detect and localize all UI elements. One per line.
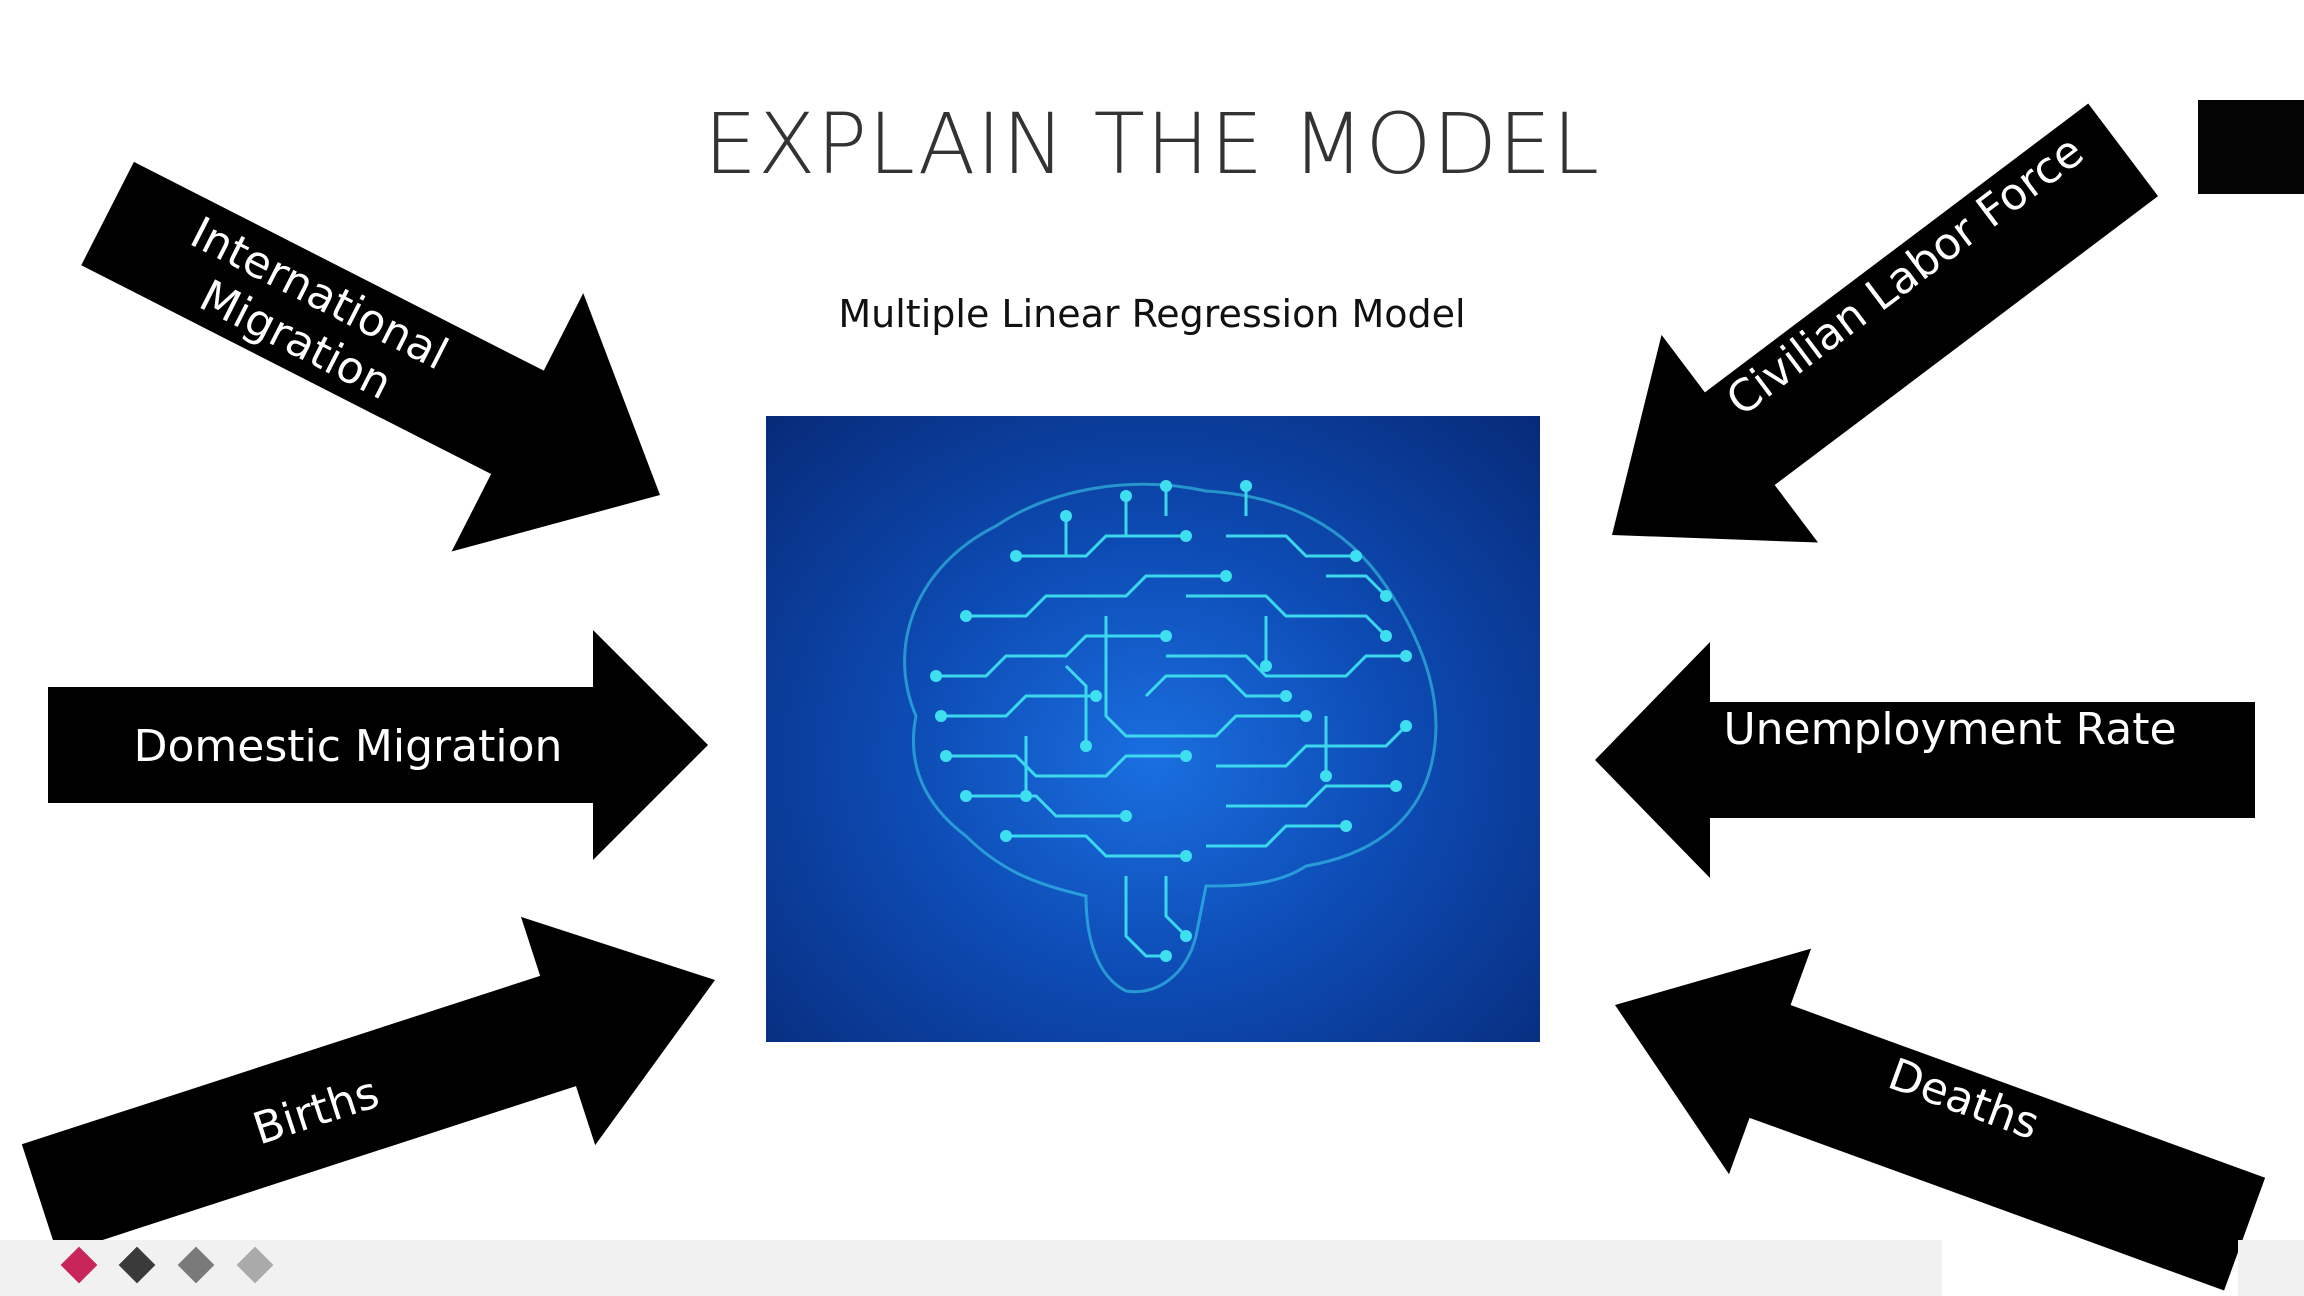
arrow-shape — [1615, 948, 2266, 1291]
slide-title: EXPLAIN THE MODEL — [703, 95, 1601, 193]
slide-subtitle: Multiple Linear Regression Model — [838, 292, 1466, 336]
arrow-civilian-labor-force: Civilian Labor Force — [1612, 103, 2159, 543]
arrow-deaths: Deaths — [1615, 948, 2266, 1291]
arrow-unemployment-rate: Unemployment Rate — [1595, 642, 2255, 878]
arrow-label-domestic-migration: Domestic Migration — [134, 721, 563, 772]
arrow-label-unemployment-rate: Unemployment Rate — [1723, 704, 2176, 755]
arrow-international-migration: International Migration — [81, 161, 660, 552]
circuit-brain-image — [766, 416, 1540, 1042]
arrow-shape — [1595, 642, 2255, 878]
arrow-domestic-migration: Domestic Migration — [48, 630, 708, 860]
arrow-shape — [81, 161, 660, 552]
arrow-shape — [21, 916, 715, 1255]
arrow-shape — [48, 630, 708, 860]
footer-bar — [0, 1240, 1942, 1296]
arrow-births: Births — [21, 916, 715, 1255]
arrow-shape — [1612, 103, 2159, 543]
footer-bar-right — [2238, 1240, 2304, 1296]
corner-block — [2198, 100, 2304, 194]
circuit-brain-icon — [903, 480, 1438, 994]
